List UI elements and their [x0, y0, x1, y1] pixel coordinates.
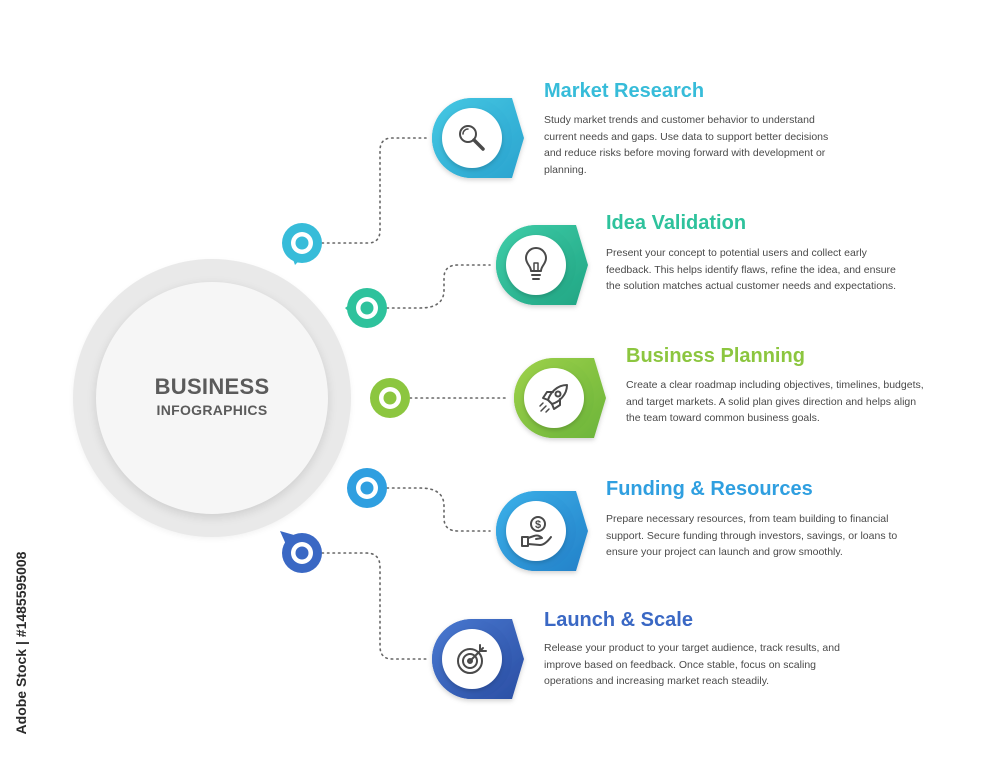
step-description: Create a clear roadmap including objecti…: [626, 379, 924, 424]
step-badge: [432, 619, 524, 699]
location-marker: [282, 223, 322, 265]
step-badge: $: [496, 491, 588, 571]
rocket-icon: [539, 384, 568, 413]
money-hand-icon: $: [521, 516, 552, 547]
center-subtitle: INFOGRAPHICS: [156, 402, 268, 418]
step-description: Release your product to your target audi…: [544, 642, 840, 687]
magnifier-icon: [459, 125, 485, 151]
step-title: Idea Validation: [606, 212, 747, 234]
step-title: Launch & Scale: [544, 609, 693, 631]
step-description: Study market trends and customer behavio…: [544, 114, 829, 176]
step-description: Present your concept to potential users …: [606, 247, 897, 292]
connector-line: [386, 487, 491, 532]
step-title: Funding & Resources: [606, 478, 813, 500]
step-description: Prepare necessary resources, from team b…: [606, 513, 898, 558]
step-title: Market Research: [544, 80, 705, 102]
svg-text:$: $: [535, 519, 541, 531]
connector-line: [321, 137, 427, 244]
target-icon: [457, 644, 487, 674]
lightbulb-icon: [525, 247, 547, 280]
location-marker: [347, 468, 387, 508]
watermark-label: Adobe Stock | #1485595008: [4, 532, 38, 772]
step-badge: [496, 225, 588, 305]
step-badge: [514, 358, 606, 438]
connector-line: [386, 264, 491, 309]
step-title: Business Planning: [626, 345, 805, 367]
step-badge: [432, 98, 524, 178]
location-marker: [345, 288, 387, 328]
location-marker: [280, 531, 322, 573]
center-circle: [96, 282, 328, 514]
connector-line: [321, 552, 427, 660]
center-title: BUSINESS: [154, 374, 270, 399]
location-marker: [370, 378, 410, 418]
watermark-text: Adobe Stock | #1485595008: [13, 551, 29, 735]
